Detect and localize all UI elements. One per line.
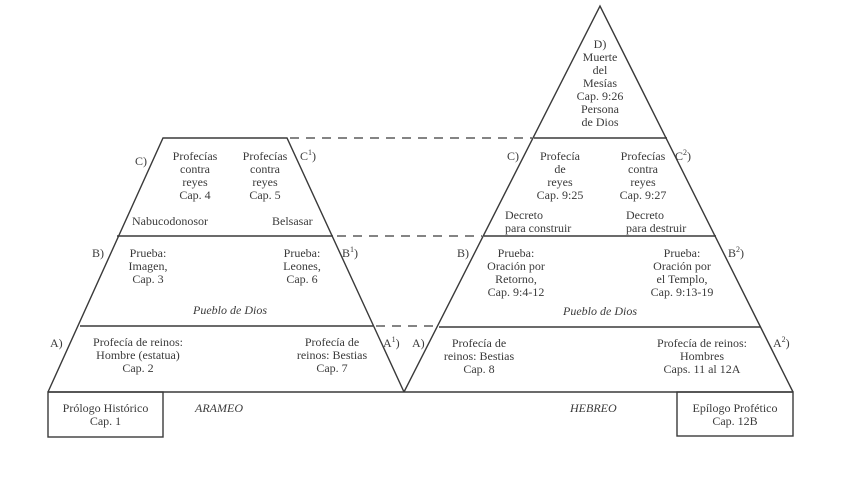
left-b-left-text: Prueba:Imagen,Cap. 3 bbox=[128, 246, 168, 286]
left-b-right-text: Prueba:Leones,Cap. 6 bbox=[283, 246, 321, 286]
prologue-box bbox=[47, 391, 164, 438]
left-pueblo-de-dios: Pueblo de Dios bbox=[193, 303, 267, 317]
label-c2: C2) bbox=[675, 148, 692, 163]
label-a1: A1) bbox=[383, 335, 400, 350]
label-c: C) bbox=[135, 154, 147, 168]
right-pyramid-outline bbox=[403, 4, 794, 393]
left-a-left-text: Profecía de reinos:Hombre (estatua)Cap. … bbox=[93, 335, 183, 375]
language-hebreo: HEBREO bbox=[570, 401, 617, 415]
language-arameo: ARAMEO bbox=[195, 401, 243, 415]
label-a2: A2) bbox=[773, 335, 790, 350]
label-b1: B1) bbox=[342, 245, 359, 260]
label-b2: B2) bbox=[728, 245, 745, 260]
epilogue-box bbox=[676, 391, 794, 437]
label-c1: C1) bbox=[300, 148, 317, 163]
label-b: B) bbox=[92, 246, 104, 260]
left-pyramid-outline bbox=[47, 137, 405, 393]
label-right-a: A) bbox=[412, 336, 425, 350]
label-a: A) bbox=[50, 336, 63, 350]
label-right-c: C) bbox=[507, 149, 519, 163]
label-right-b: B) bbox=[457, 246, 469, 260]
right-pueblo-de-dios: Pueblo de Dios bbox=[563, 304, 637, 318]
king-belsasar: Belsasar bbox=[272, 214, 313, 228]
king-nabucodonosor: Nabucodonosor bbox=[132, 214, 208, 228]
